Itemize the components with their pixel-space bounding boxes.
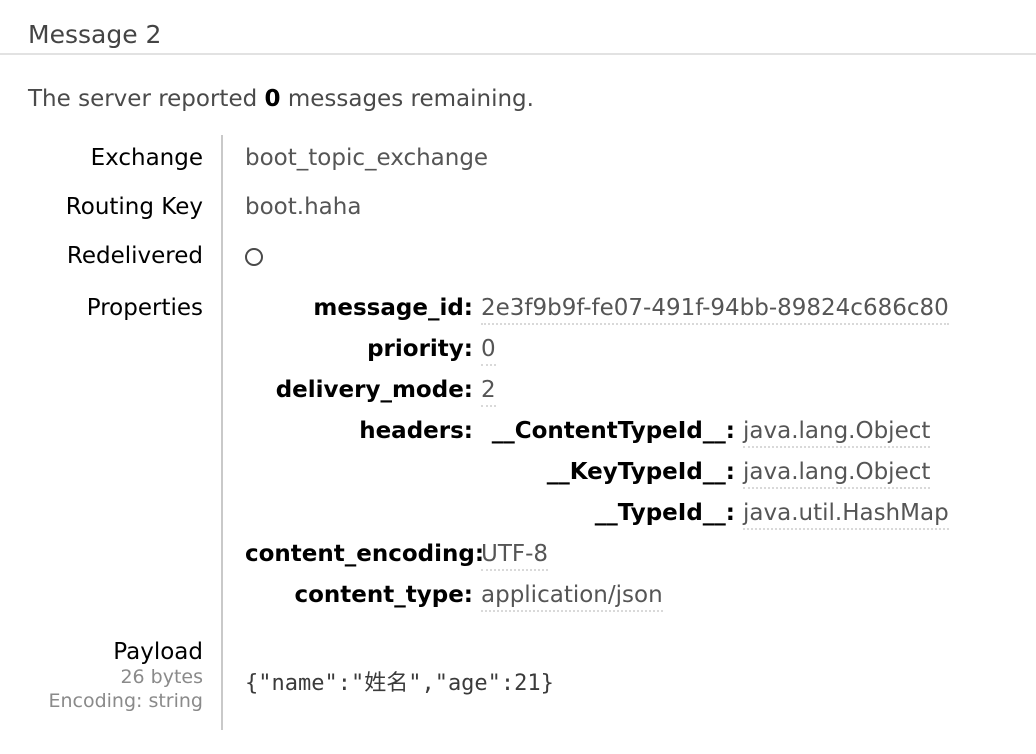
header-key: __KeyTypeId__: (546, 459, 735, 485)
headers-value: __ContentTypeId__: java.lang.Object __Ke… (481, 416, 1036, 530)
headers-list: __ContentTypeId__: java.lang.Object __Ke… (481, 416, 1036, 530)
header-key: __ContentTypeId__: (491, 418, 735, 444)
redelivered-value (223, 233, 1036, 285)
header-key: __TypeId__: (594, 500, 735, 526)
properties-label: Properties (28, 285, 223, 623)
property-value: 0 (481, 334, 1036, 366)
property-value: 2 (481, 375, 1036, 407)
property-value: 2e3f9b9f-fe07-491f-94bb-89824c686c80 (481, 293, 1036, 325)
property-key: message_id: (313, 295, 473, 321)
property-key: content_type: (294, 582, 473, 608)
properties-list: message_id: 2e3f9b9f-fe07-491f-94bb-8982… (245, 293, 1036, 612)
message-facts-table: Exchange boot_topic_exchange Routing Key… (28, 135, 1036, 730)
server-remaining-message: The server reported 0 messages remaining… (28, 85, 1036, 113)
exchange-label: Exchange (28, 135, 223, 184)
redelivered-label: Redelivered (28, 233, 223, 285)
content-encoding-value: UTF-8 (481, 541, 549, 571)
page-title: Message 2 (28, 20, 162, 49)
properties-value: message_id: 2e3f9b9f-fe07-491f-94bb-8982… (223, 285, 1036, 623)
payload-size: 26 bytes (120, 666, 203, 688)
payload-value: {"name":"姓名","age":21} (245, 671, 554, 696)
remaining-suffix: messages remaining. (280, 86, 534, 112)
payload-encoding: Encoding: string (48, 690, 203, 712)
message-id-value: 2e3f9b9f-fe07-491f-94bb-89824c686c80 (481, 295, 949, 325)
property-value: UTF-8 (481, 539, 1036, 571)
routing-key-label: Routing Key (28, 184, 223, 233)
remaining-prefix: The server reported (28, 86, 265, 112)
property-key: headers: (359, 418, 473, 444)
payload-value-cell: {"name":"姓名","age":21} (223, 623, 1036, 730)
payload-label-block: Payload 26 bytes Encoding: string (28, 623, 223, 730)
header-value: java.lang.Object (743, 416, 1036, 448)
payload-label: Payload (113, 639, 203, 665)
page-header: Message 2 (0, 0, 1036, 55)
property-key: delivery_mode: (275, 377, 473, 403)
redelivered-false-circle-icon (245, 248, 263, 266)
routing-key-value: boot.haha (245, 194, 362, 220)
property-key: priority: (367, 336, 473, 362)
property-value: application/json (481, 580, 1036, 612)
key-type-id-value: java.lang.Object (743, 459, 931, 489)
exchange-value: boot_topic_exchange (245, 145, 489, 171)
type-id-value: java.util.HashMap (743, 500, 949, 530)
priority-value: 0 (481, 336, 496, 366)
header-value: java.util.HashMap (743, 498, 1036, 530)
delivery-mode-value: 2 (481, 377, 496, 407)
remaining-count: 0 (264, 86, 281, 112)
property-key: content_encoding: (245, 541, 485, 567)
header-value: java.lang.Object (743, 457, 1036, 489)
content-type-id-value: java.lang.Object (743, 418, 931, 448)
content-type-value: application/json (481, 582, 663, 612)
